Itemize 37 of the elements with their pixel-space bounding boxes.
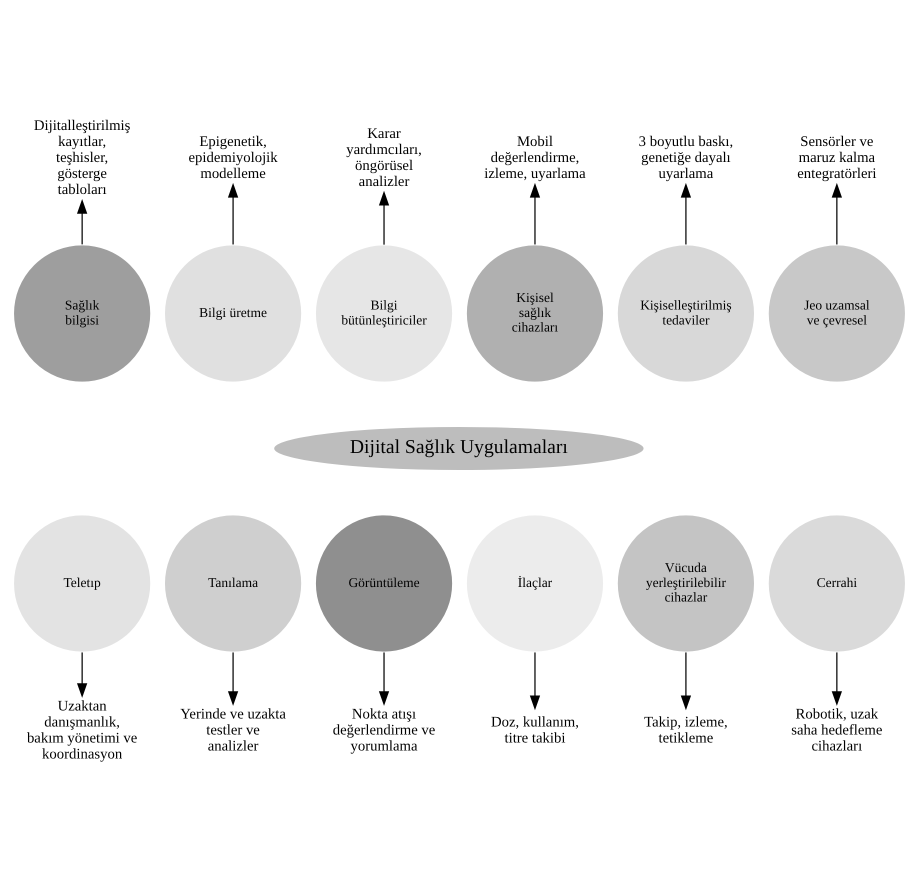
node-circle: Görüntüleme [314, 514, 454, 653]
node-circle: Vücuda yerleştirilebilir cihazlar [616, 514, 756, 653]
arrow [530, 182, 540, 244]
node-text: Sensörler ve maruz kalma entegratörleri [797, 134, 876, 182]
arrow [228, 652, 238, 706]
node-circle: Bilgi üretme [164, 244, 302, 383]
arrow [378, 652, 390, 706]
arrow [228, 182, 238, 244]
node-ellipse: Dijital Sağlık Uygulamaları [272, 426, 645, 472]
node-text: Karar yardımcıları, öngörüsel analizler [346, 126, 422, 190]
arrow [680, 652, 692, 710]
node-circle: Kişisel sağlık cihazları [466, 244, 604, 383]
arrow [378, 190, 390, 245]
node-text: Robotik, uzak saha hedefleme cihazları [791, 706, 882, 754]
arrow [76, 652, 88, 698]
arrow [76, 198, 88, 244]
node-circle: Tanılama [164, 514, 302, 653]
arrow [680, 182, 692, 244]
node-text: Yerinde ve uzakta testler ve analizler [180, 706, 286, 754]
node-circle: Sağlık bilgisi [12, 244, 152, 383]
node-text: Nokta atışı değerlendirme ve yorumlama [332, 706, 436, 754]
arrow [832, 652, 842, 706]
node-text: Uzaktan danışmanlık, bakım yönetimi ve koordinasyon [26, 698, 138, 762]
node-text: Mobil değerlendirme, izleme, uyarlama [484, 134, 586, 182]
node-text: Takip, izleme, tetikleme [644, 714, 728, 747]
node-text: 3 boyutlu baskı, genetiğe dayalı uyarlama [638, 134, 734, 182]
arrow [530, 652, 540, 710]
node-text: Doz, kullanım, titre takibi [491, 714, 579, 747]
node-circle: Cerrahi [768, 514, 906, 653]
arrow [832, 182, 842, 244]
node-circle: Jeo uzamsal ve çevresel [768, 244, 906, 383]
node-circle: Teletıp [12, 514, 152, 653]
node-text: Dijitalleştirilmiş kayıtlar, teşhisler, gösterge tabloları [34, 118, 130, 198]
node-text: Epigenetik, epidemiyolojik modelleme [188, 134, 278, 182]
node-circle: Bilgi bütünleştiriciler [314, 244, 454, 383]
node-circle: İlaçlar [466, 514, 604, 653]
node-circle: Kişiselleştirilmiş tedaviler [616, 244, 756, 383]
